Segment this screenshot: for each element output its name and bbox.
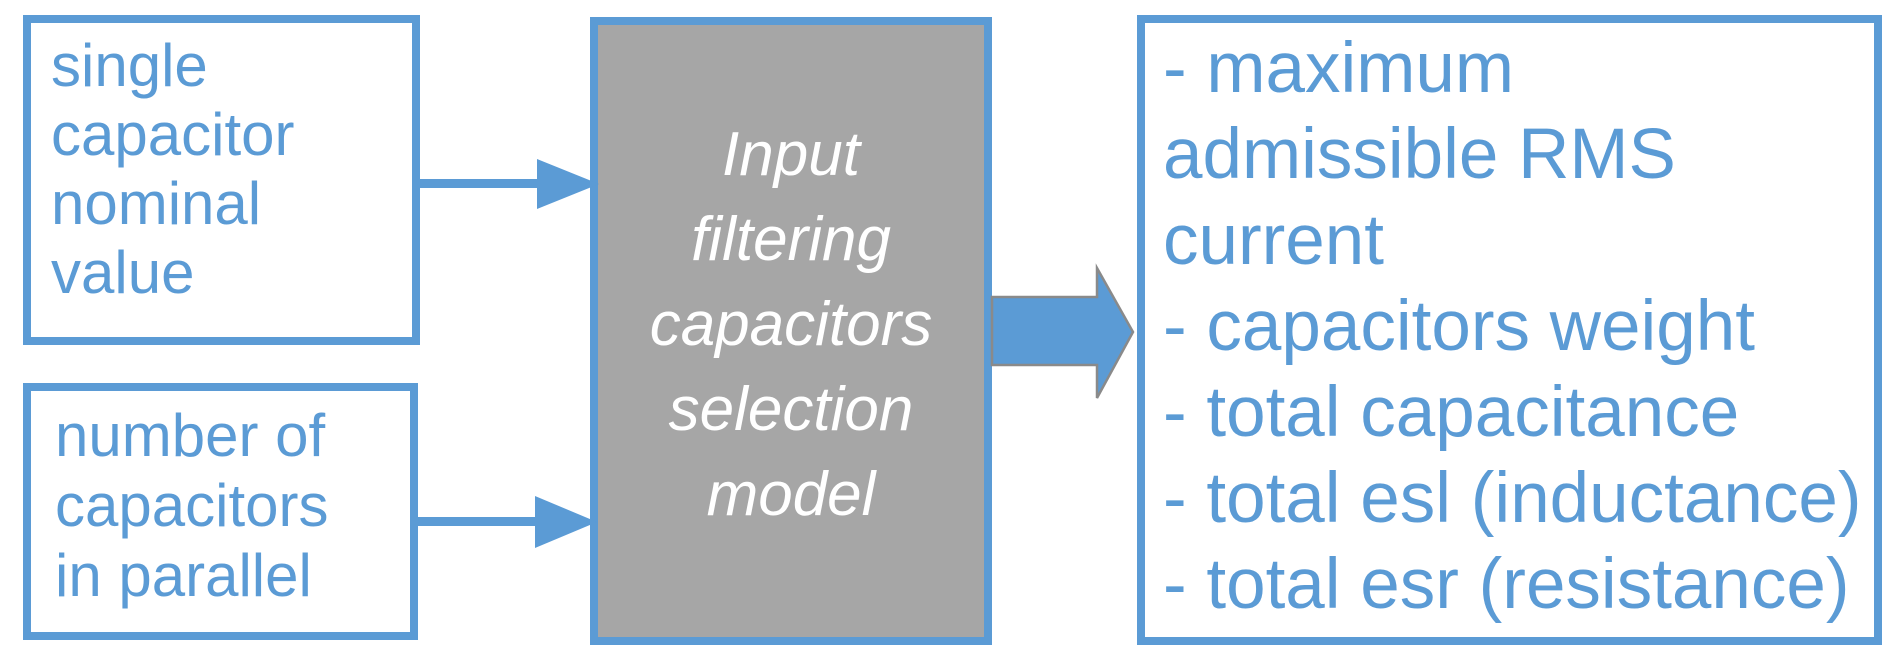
model-box-line: capacitors: [649, 289, 933, 359]
input-box-2-line: number of: [55, 402, 326, 469]
output-line-max-rms-current: - maximum: [1163, 29, 1515, 108]
block-arrow-right-icon-output: [990, 263, 1135, 399]
output-line-total-capacitance: - total capacitance: [1163, 373, 1740, 452]
output-line-capacitors-weight: - capacitors weight: [1163, 287, 1755, 366]
arrow-right-icon-input-2: [418, 496, 597, 548]
input-box-1-line: capacitor: [51, 101, 295, 168]
input-box-1-line: nominal: [51, 170, 262, 237]
input-box-1-line: single: [51, 32, 208, 99]
output-line-max-rms-current: current: [1163, 201, 1384, 280]
input-box-1-line: value: [51, 239, 195, 306]
input-box-2-line: capacitors: [55, 472, 329, 539]
model-box-line: filtering: [691, 204, 891, 274]
model-box-input-filtering-capacitors-selection: Input filtering capacitors selection mod…: [590, 17, 992, 645]
input-box-single-capacitor-nominal-value: single capacitor nominal value: [23, 15, 420, 345]
output-line-total-esr: - total esr (resistance): [1163, 545, 1850, 624]
input-box-number-of-capacitors: number of capacitors in parallel: [23, 383, 418, 640]
model-box-line: Input: [722, 119, 860, 189]
output-box-results: - maximum admissible RMS current - capac…: [1137, 15, 1882, 645]
input-box-2-line: in parallel: [55, 542, 312, 609]
output-line-max-rms-current: admissible RMS: [1163, 115, 1676, 194]
model-box-line: model: [706, 459, 876, 529]
output-line-total-esl: - total esl (inductance): [1163, 459, 1862, 538]
model-box-line: selection: [668, 374, 914, 444]
arrow-right-icon-input-1: [420, 159, 599, 209]
